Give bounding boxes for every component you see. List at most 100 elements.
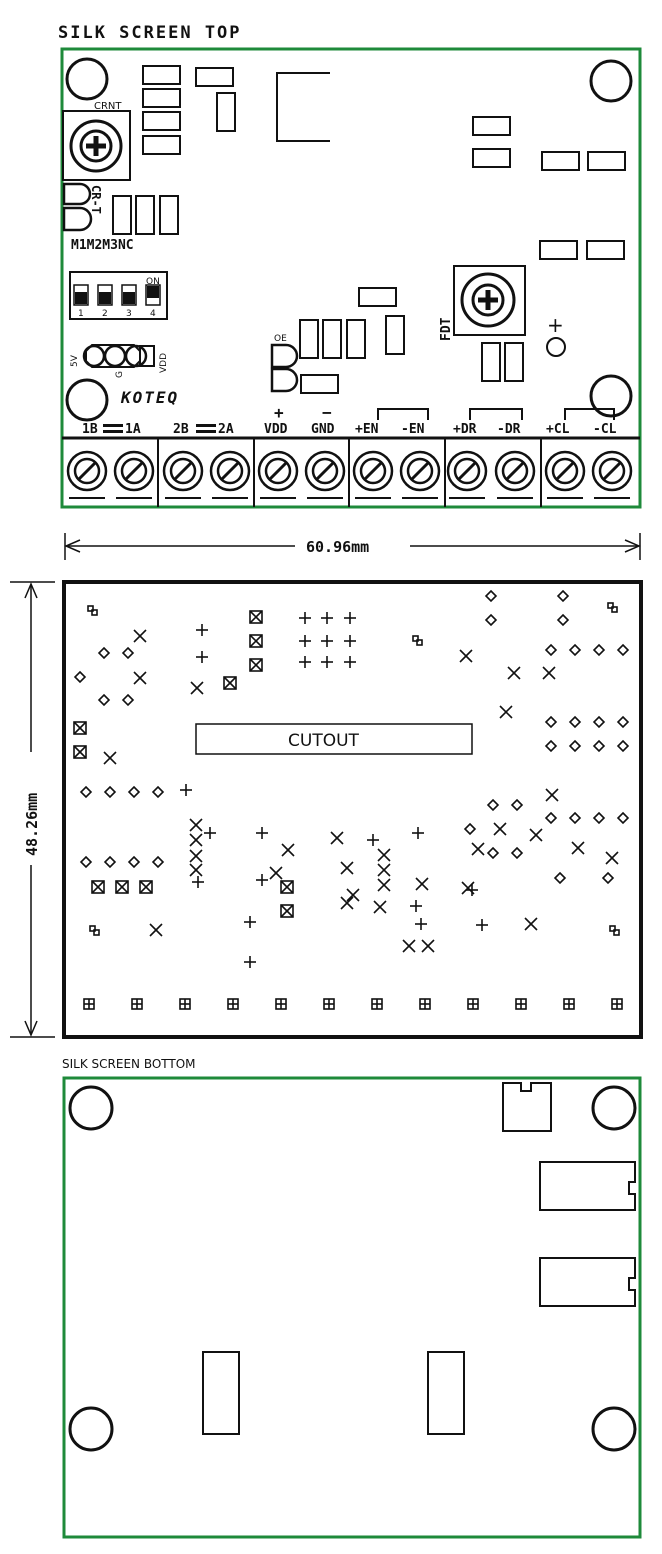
drill-boxed-cross-mark	[249, 658, 263, 672]
drill-plus-mark	[344, 635, 356, 647]
drill-diamond-mark	[121, 646, 135, 660]
terminal-label-2b: 2B	[173, 422, 189, 437]
terminal-label-2a: 2A	[218, 422, 234, 437]
drill-cross-mark	[605, 851, 619, 865]
terminal-screw	[352, 450, 394, 499]
terminal-label-minus-cl: -CL	[593, 422, 617, 437]
drill-cross-mark	[377, 848, 391, 862]
terminal-brackets	[377, 408, 615, 420]
terminal-label-plus-dr: +DR	[453, 422, 477, 437]
drill-diamond-mark	[616, 715, 630, 729]
bottom-board-outline	[62, 1076, 642, 1539]
bottom-mount-hole-bl	[68, 1406, 114, 1452]
vdd-plus-sign: +	[274, 403, 284, 422]
cutout-box	[195, 723, 473, 755]
drill-diamond-mark	[556, 613, 570, 627]
smd-pads-top-left	[112, 65, 236, 235]
drill-diamond-mark	[79, 785, 93, 799]
drill-boxed-cross-mark	[91, 880, 105, 894]
drill-diamond-mark	[151, 855, 165, 869]
drill-diamond-mark	[510, 798, 524, 812]
terminal-screws	[66, 438, 633, 507]
drill-diamond-mark	[544, 715, 558, 729]
drill-cross-mark	[499, 705, 513, 719]
drill-cross-mark	[340, 861, 354, 875]
drill-plus-mark	[196, 624, 208, 636]
drill-grid-mark	[83, 998, 95, 1010]
drill-cross-mark	[373, 900, 387, 914]
bottom-silkscreen: SILK SCREEN BOTTOM	[62, 1057, 642, 1539]
drill-grid-mark	[131, 998, 143, 1010]
drill-square-mark	[609, 925, 620, 936]
drill-board-outline	[62, 580, 643, 1039]
drill-cross-mark	[459, 649, 473, 663]
drill-diamond-mark	[544, 643, 558, 657]
oe-label: OE	[274, 334, 287, 344]
drill-cross-mark	[461, 881, 475, 895]
drill-boxed-cross-mark	[249, 610, 263, 624]
drill-diamond-mark	[121, 693, 135, 707]
drill-grid-mark	[227, 998, 239, 1010]
dip-on-label: ON	[146, 277, 160, 287]
drill-cross-mark	[471, 842, 485, 856]
drill-cross-mark	[346, 888, 360, 902]
drill-diamond-mark	[97, 646, 111, 660]
drill-cross-mark	[377, 878, 391, 892]
drill-grid-mark	[275, 998, 287, 1010]
crnt-label: CRNT	[94, 101, 122, 112]
drill-cross-mark	[133, 629, 147, 643]
drill-diamond-mark	[592, 739, 606, 753]
drill-cross-mark	[545, 788, 559, 802]
drill-plus-mark	[344, 612, 356, 624]
terminal-screw	[162, 450, 204, 499]
bottom-mount-hole-tl	[68, 1085, 114, 1131]
drill-cross-mark	[529, 828, 543, 842]
label-5v: 5V	[70, 354, 80, 367]
drill-diamond-mark	[486, 798, 500, 812]
drill-diamond-mark	[151, 785, 165, 799]
drill-grid-mark	[563, 998, 575, 1010]
drill-cross-mark	[571, 841, 585, 855]
drill-cross-mark	[189, 833, 203, 847]
oe-jumper: OE	[270, 334, 299, 393]
drill-boxed-cross-mark	[73, 745, 87, 759]
drill-boxed-cross-mark	[280, 904, 294, 918]
terminal-screw	[494, 450, 536, 499]
drill-cross-mark	[377, 863, 391, 877]
terminal-label-vdd: VDD	[264, 422, 288, 437]
drill-plus-mark	[415, 918, 427, 930]
drill-grid-mark	[611, 998, 623, 1010]
drill-cross-mark	[402, 939, 416, 953]
terminal-screw	[399, 450, 441, 499]
drill-diamond-mark	[601, 871, 615, 885]
drill-cross-mark	[103, 751, 117, 765]
drill-cross-mark	[507, 666, 521, 680]
height-dimension	[10, 581, 55, 1038]
drill-cross-mark	[133, 671, 147, 685]
led-plus: +	[547, 313, 564, 337]
dip-num-2: 2	[102, 309, 108, 319]
drill-square-mark	[412, 635, 423, 646]
terminal-screw	[257, 450, 299, 499]
smd-pads-center	[276, 72, 626, 394]
terminal-label-minus-en: -EN	[401, 422, 425, 437]
dip-num-4: 4	[150, 309, 156, 319]
drill-grid-mark	[419, 998, 431, 1010]
drill-cross-mark	[189, 863, 203, 877]
terminal-label-1b: 1B	[82, 422, 98, 437]
cutout-label: CUTOUT	[288, 731, 360, 751]
drill-diamond-mark	[463, 822, 477, 836]
terminal-label-1a: 1A	[125, 422, 141, 437]
mount-hole-br	[589, 374, 633, 418]
height-dimension-label: 48.26mm	[23, 793, 41, 856]
drill-boxed-cross-mark	[223, 676, 237, 690]
drill-diamond-mark	[616, 811, 630, 825]
drill-grid-mark	[179, 998, 191, 1010]
drill-diamond-mark	[556, 589, 570, 603]
dip-num-1: 1	[78, 309, 84, 319]
drill-plus-mark	[412, 827, 424, 839]
terminal-label-gnd: GND	[311, 422, 335, 437]
drill-grid-mark	[467, 998, 479, 1010]
drill-boxed-cross-mark	[73, 721, 87, 735]
